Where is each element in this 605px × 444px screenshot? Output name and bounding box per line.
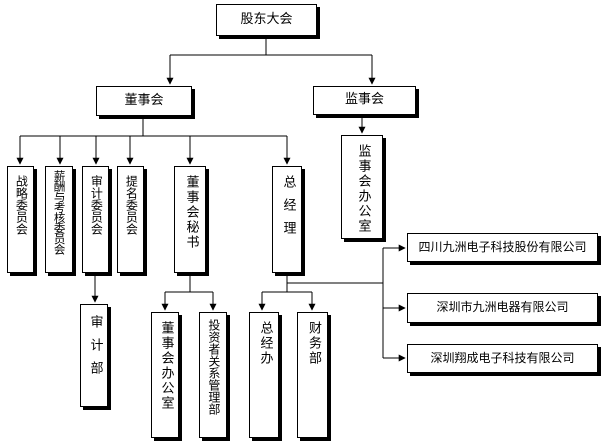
node-gm-office: 总经办 xyxy=(249,312,279,438)
node-subsidiary-3: 深圳翔成电子科技有限公司 xyxy=(407,344,598,373)
node-board-secretary: 董事会秘书 xyxy=(174,166,206,273)
node-audit-dept: 审计部 xyxy=(80,304,108,407)
node-board: 董事会 xyxy=(96,86,192,116)
node-supervisors: 监事会 xyxy=(313,86,416,115)
node-audit-committee: 审计委员会 xyxy=(82,166,109,273)
node-general-manager: 总经理 xyxy=(272,166,302,273)
node-board-office: 董事会办公室 xyxy=(151,312,179,438)
node-ir-dept: 投资者关系管理部 xyxy=(199,312,227,438)
node-nomination-committee: 提名委员会 xyxy=(117,166,144,273)
node-shareholders: 股东大会 xyxy=(216,4,317,36)
node-strategy-committee: 战略委员会 xyxy=(7,166,34,273)
node-finance-dept: 财务部 xyxy=(297,312,328,438)
node-compensation-committee: 薪酬与考核委员会 xyxy=(45,166,73,273)
node-subsidiary-1: 四川九洲电子科技股份有限公司 xyxy=(407,233,598,262)
node-subsidiary-2: 深圳市九洲电器有限公司 xyxy=(407,293,598,323)
node-supervisors-office: 监事会办公室 xyxy=(341,135,383,239)
